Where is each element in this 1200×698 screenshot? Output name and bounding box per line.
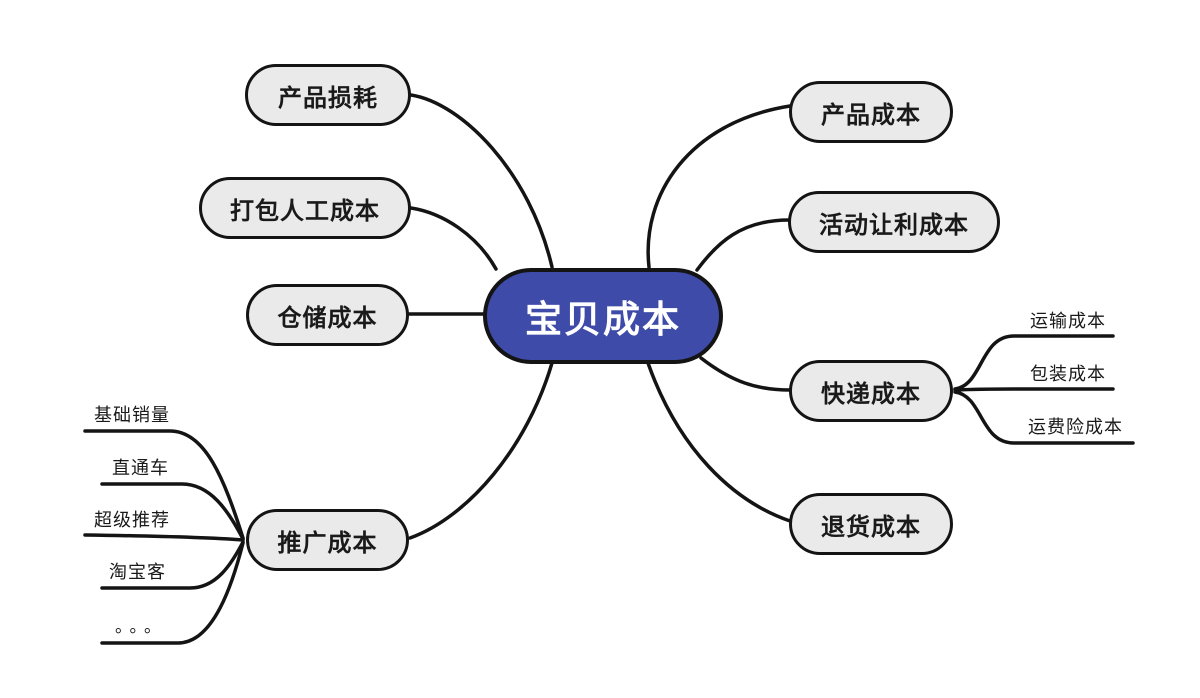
node-promotion-cost[interactable]: 推广成本 [246, 509, 409, 571]
edge-center-to-promotion [408, 361, 554, 540]
node-warehouse-cost[interactable]: 仓储成本 [246, 284, 409, 346]
edge-promotion-to-zhitongche [100, 482, 245, 541]
edge-promotion-to-more [100, 541, 245, 645]
edge-center-to-express [699, 356, 792, 392]
leaf-zhitongche[interactable]: 直通车 [112, 458, 169, 478]
edge-center-to-product-loss [409, 93, 554, 269]
edge-express-to-transport [953, 334, 1115, 391]
leaf-transport-cost[interactable]: 运输成本 [1030, 311, 1106, 331]
node-return-cost[interactable]: 退货成本 [789, 493, 953, 555]
edge-promotion-to-taobaoke [100, 540, 245, 590]
leaf-freight-insurance-cost[interactable]: 运费险成本 [1028, 417, 1123, 437]
edge-promotion-to-super-recommend [83, 533, 245, 542]
leaf-super-recommend[interactable]: 超级推荐 [94, 510, 170, 530]
edge-center-to-product-cost [646, 104, 792, 269]
node-center-baby-cost[interactable]: 宝贝成本 [483, 268, 723, 364]
node-packing-labor-cost[interactable]: 打包人工成本 [199, 177, 411, 239]
leaf-ellipsis[interactable]: 。。。 [115, 617, 167, 636]
edge-center-to-packing-labor [409, 206, 498, 271]
node-activity-discount-cost[interactable]: 活动让利成本 [788, 191, 1000, 253]
edge-express-to-packaging [953, 387, 1115, 392]
edge-center-to-activity-discount [695, 218, 791, 272]
edge-center-to-returns [646, 361, 792, 523]
leaf-taobaoke[interactable]: 淘宝客 [109, 562, 166, 582]
edge-promotion-to-base-sales [83, 429, 245, 540]
edge-express-to-freight-insurance [953, 390, 1135, 445]
node-product-cost[interactable]: 产品成本 [789, 81, 953, 143]
node-express-cost[interactable]: 快递成本 [789, 360, 953, 422]
leaf-base-sales[interactable]: 基础销量 [94, 405, 170, 425]
node-product-loss[interactable]: 产品损耗 [245, 64, 411, 126]
leaf-packaging-cost[interactable]: 包装成本 [1030, 364, 1106, 384]
